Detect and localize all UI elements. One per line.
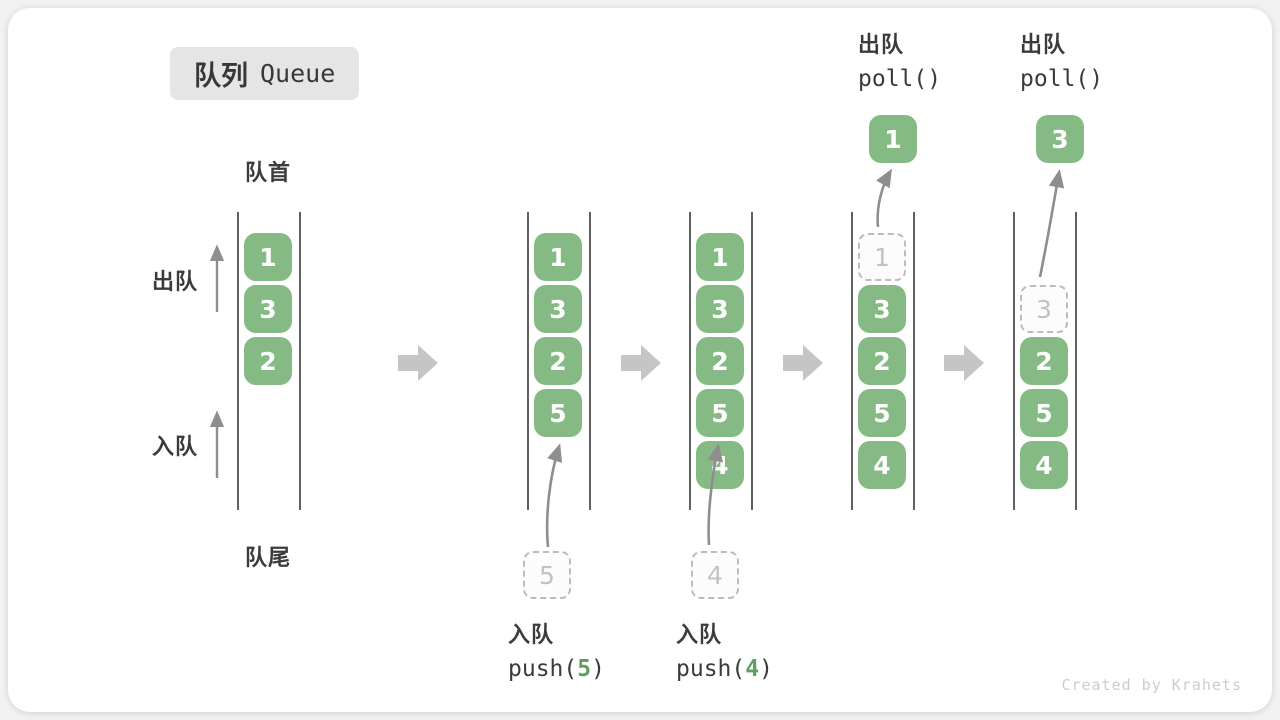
queue-element: 3	[696, 285, 744, 333]
queue-wall	[589, 212, 591, 510]
operation-dequeue-poll1: 出队 poll()	[858, 28, 941, 96]
queue-wall	[913, 212, 915, 510]
queue-wall	[1013, 212, 1015, 510]
queue-element: 2	[858, 337, 906, 385]
queue-element: 2	[696, 337, 744, 385]
removed-element-placeholder: 3	[1020, 285, 1068, 333]
queue-element: 2	[244, 337, 292, 385]
operation-label: 入队	[676, 622, 723, 647]
queue-element: 5	[858, 389, 906, 437]
queue-element: 1	[244, 233, 292, 281]
operation-enqueue-push5: 入队 push(5)	[508, 618, 605, 686]
queue-wall	[299, 212, 301, 510]
enqueue-label: 入队	[152, 434, 199, 459]
queue-element: 1	[534, 233, 582, 281]
operation-label: 入队	[508, 622, 555, 647]
polled-element: 1	[869, 115, 917, 163]
title-english: Queue	[260, 59, 336, 88]
queue-element: 1	[696, 233, 744, 281]
queue-element: 5	[1020, 389, 1068, 437]
queue-wall	[851, 212, 853, 510]
operation-code: poll()	[1020, 66, 1104, 92]
incoming-element-placeholder: 4	[691, 551, 739, 599]
queue-element: 5	[534, 389, 582, 437]
operation-code: push(4)	[676, 652, 773, 686]
watermark: Created by Krahets	[1061, 676, 1242, 694]
queue-front-label: 队首	[244, 160, 291, 185]
queue-wall	[751, 212, 753, 510]
queue-wall	[237, 212, 239, 510]
diagram-canvas	[8, 8, 1272, 712]
queue-element: 3	[534, 285, 582, 333]
code-fn: push(	[676, 656, 746, 682]
operation-code: push(5)	[508, 652, 605, 686]
queue-wall	[1075, 212, 1077, 510]
operation-code: poll()	[858, 66, 942, 92]
queue-wall	[527, 212, 529, 510]
queue-element: 3	[244, 285, 292, 333]
queue-element: 5	[696, 389, 744, 437]
title-badge: 队列 Queue	[170, 47, 360, 100]
queue-element: 2	[1020, 337, 1068, 385]
queue-element: 2	[534, 337, 582, 385]
removed-element-placeholder: 1	[858, 233, 906, 281]
queue-rear-label: 队尾	[244, 545, 291, 570]
polled-element: 3	[1036, 115, 1084, 163]
code-close: )	[759, 656, 773, 682]
operation-dequeue-poll2: 出队 poll()	[1020, 28, 1103, 96]
code-arg: 5	[577, 656, 592, 682]
code-arg: 4	[745, 656, 760, 682]
code-close: )	[591, 656, 605, 682]
queue-wall	[689, 212, 691, 510]
queue-element: 3	[858, 285, 906, 333]
dequeue-label: 出队	[152, 269, 199, 294]
operation-enqueue-push4: 入队 push(4)	[676, 618, 773, 686]
queue-element: 4	[696, 441, 744, 489]
operation-label: 出队	[1020, 32, 1067, 57]
queue-element: 4	[858, 441, 906, 489]
queue-element: 4	[1020, 441, 1068, 489]
code-fn: push(	[508, 656, 578, 682]
incoming-element-placeholder: 5	[523, 551, 571, 599]
operation-label: 出队	[858, 32, 905, 57]
title-chinese: 队列	[194, 61, 248, 91]
